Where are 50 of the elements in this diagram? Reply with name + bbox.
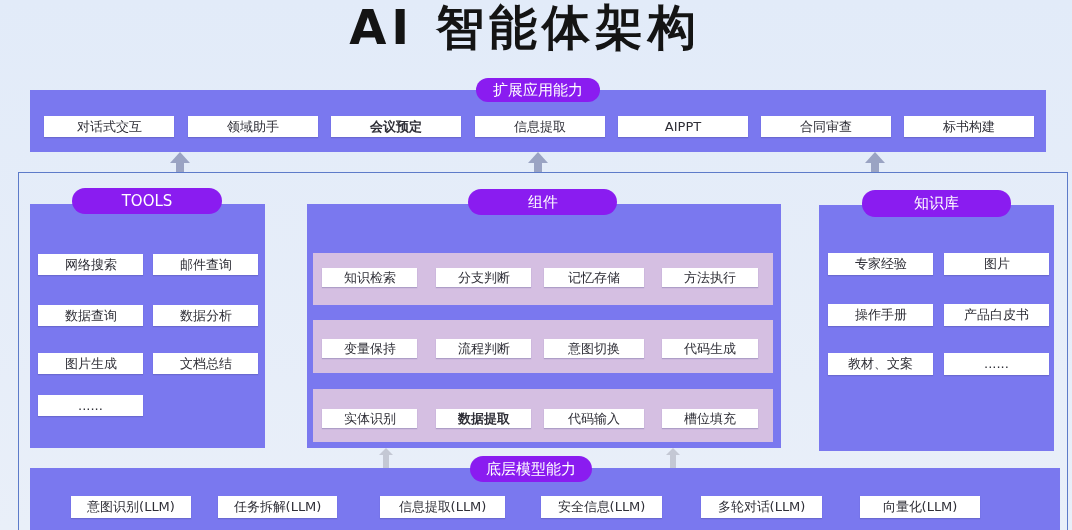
component-row-band: [313, 320, 773, 373]
module-card: 意图切换: [544, 339, 644, 358]
component-row-band: [313, 389, 773, 442]
section-title: 知识库: [862, 190, 1011, 217]
diagram-title: AI 智能体架构: [348, 0, 702, 54]
module-card: 代码生成: [662, 339, 758, 358]
section-title: TOOLS: [72, 188, 222, 214]
module-card: 合同审查: [761, 116, 891, 137]
module-card: 文档总结: [153, 353, 258, 374]
section-title: 扩展应用能力: [476, 78, 600, 102]
arrow: [379, 448, 393, 468]
module-card: 实体识别: [322, 409, 417, 428]
module-card: 教材、文案: [828, 353, 933, 375]
module-card: 数据查询: [38, 305, 143, 326]
module-card: 代码输入: [544, 409, 644, 428]
section-title: 底层模型能力: [470, 456, 592, 482]
module-card: 方法执行: [662, 268, 758, 287]
module-card: AIPPT: [618, 116, 748, 137]
module-card: 安全信息(LLM): [541, 496, 662, 518]
section-title: 组件: [468, 189, 617, 215]
module-card: 图片生成: [38, 353, 143, 374]
module-card: 网络搜索: [38, 254, 143, 275]
module-card: 分支判断: [436, 268, 531, 287]
outer-frame: [18, 172, 1068, 530]
module-card: ......: [38, 395, 143, 416]
module-card: 变量保持: [322, 339, 417, 358]
module-card: 对话式交互: [44, 116, 174, 137]
module-card: 多轮对话(LLM): [701, 496, 822, 518]
module-card: 流程判断: [436, 339, 531, 358]
module-card: 记忆存储: [544, 268, 644, 287]
module-card: 操作手册: [828, 304, 933, 326]
module-card: 邮件查询: [153, 254, 258, 275]
module-card: 专家经验: [828, 253, 933, 275]
arrow: [666, 448, 680, 468]
module-card: 意图识别(LLM): [71, 496, 191, 518]
module-card: 知识检索: [322, 268, 417, 287]
module-card: 图片: [944, 253, 1049, 275]
module-card: 任务拆解(LLM): [218, 496, 337, 518]
module-card: 标书构建: [904, 116, 1034, 137]
module-card: 信息提取(LLM): [380, 496, 505, 518]
component-row-band: [313, 253, 773, 305]
module-card: 数据提取: [436, 409, 531, 428]
module-card: 信息提取: [475, 116, 605, 137]
module-card: 领域助手: [188, 116, 318, 137]
module-card: 会议预定: [331, 116, 461, 137]
module-card: 数据分析: [153, 305, 258, 326]
module-card: 槽位填充: [662, 409, 758, 428]
module-card: 向量化(LLM): [860, 496, 980, 518]
module-card: 产品白皮书: [944, 304, 1049, 326]
module-card: ......: [944, 353, 1049, 375]
